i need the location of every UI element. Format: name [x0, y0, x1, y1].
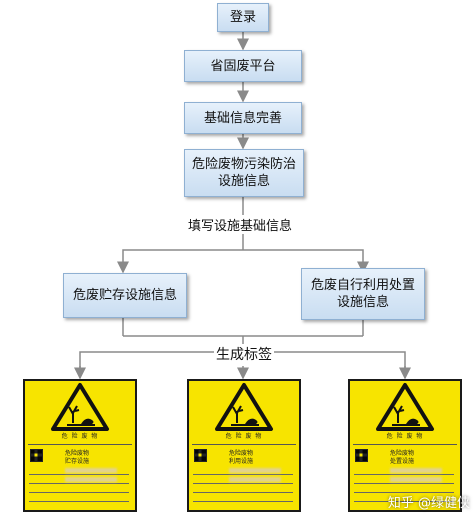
sign-field-row — [29, 476, 129, 484]
hazard-sign-storage: 危 险 废 物 危险废物 贮存设施 — [23, 379, 137, 512]
sign-field-row — [193, 476, 293, 484]
node-basic-info-label: 基础信息完善 — [203, 110, 282, 126]
sign-caption: 危 险 废 物 — [61, 433, 99, 440]
node-basic-info: 基础信息完善 — [184, 102, 302, 134]
node-storage-label: 危废贮存设施信息 — [72, 288, 177, 303]
watermark: 知乎 @绿健侠 — [387, 496, 470, 511]
sign-type-line1: 危险废物 — [229, 450, 254, 457]
sign-field-row — [29, 485, 129, 493]
sign-field-row — [193, 494, 293, 502]
sign-caption: 危 险 废 物 — [386, 433, 424, 440]
sign-field-row — [354, 494, 454, 502]
sign-type-line1: 危险废物 — [65, 450, 90, 457]
sign-type-line2: 利用设施 — [229, 458, 254, 465]
sign-field-row — [29, 467, 129, 475]
qr-code-icon — [30, 449, 43, 462]
sign-field-row — [29, 494, 129, 502]
line-branch-top — [122, 249, 364, 270]
sign-type-line2: 贮存设施 — [65, 458, 90, 465]
node-platform-label: 省固废平台 — [210, 58, 276, 74]
sign-divider — [192, 444, 296, 445]
sign-field-row — [354, 485, 454, 493]
sign-caption: 危 险 废 物 — [225, 433, 263, 440]
node-self-use-label-line1: 危废自行利用处置 — [310, 278, 415, 293]
node-storage-facility: 危废贮存设施信息 — [63, 273, 187, 318]
node-self-use-label-line2: 设施信息 — [336, 295, 389, 310]
node-pollution-label-line1: 危险废物污染防治 — [191, 157, 296, 172]
warning-triangle-icon — [215, 383, 273, 431]
qr-code-icon — [194, 449, 207, 462]
sign-type-line1: 危险废物 — [390, 450, 415, 457]
sign-field-row — [354, 467, 454, 475]
node-login-label: 登录 — [229, 10, 256, 25]
hazard-sign-utilization: 危 险 废 物 危险废物 利用设施 — [187, 379, 301, 512]
sign-field-row — [193, 485, 293, 493]
edge-label-generate: 生成标签 — [214, 344, 274, 364]
node-pollution-label-line2: 设施信息 — [217, 174, 270, 189]
sign-field-row — [193, 467, 293, 475]
warning-triangle-icon — [376, 383, 434, 431]
sign-field-row — [354, 476, 454, 484]
edge-label-fill-basic: 填写设施基础信息 — [186, 215, 295, 234]
sign-type-line2: 处置设施 — [390, 458, 415, 465]
node-pollution-facility: 危险废物污染防治 设施信息 — [184, 149, 304, 197]
node-self-use-facility: 危废自行利用处置 设施信息 — [301, 268, 425, 320]
warning-triangle-icon — [51, 383, 109, 431]
sign-divider — [353, 444, 457, 445]
hazard-sign-disposal: 危 险 废 物 危险废物 处置设施 — [348, 379, 462, 512]
node-platform: 省固废平台 — [184, 50, 302, 82]
sign-divider — [28, 444, 132, 445]
node-login: 登录 — [217, 3, 269, 32]
qr-code-icon — [355, 449, 368, 462]
